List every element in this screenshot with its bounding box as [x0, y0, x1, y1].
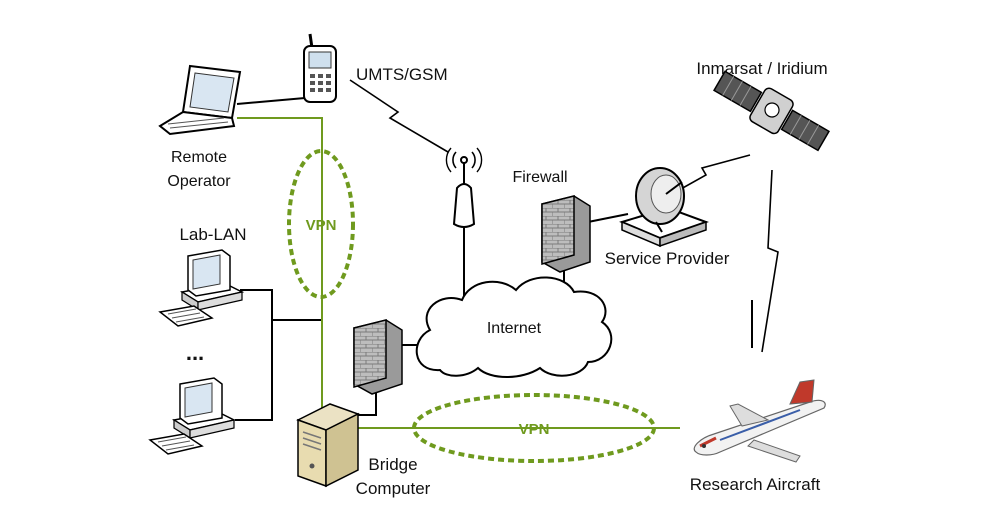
mobile-phone-icon — [303, 33, 337, 103]
lab-lan-node[interactable]: Lab-LAN ... — [148, 225, 247, 455]
server-icon — [296, 403, 360, 488]
desktop-computer-icon — [148, 377, 237, 455]
bridge-to-firewall-wire — [358, 390, 377, 416]
internet-cloud: Internet — [415, 276, 613, 378]
vpn-cloud-top: VPN — [287, 149, 355, 299]
bridge-computer-node[interactable]: Bridge Computer — [296, 403, 431, 498]
firewall-icon — [353, 319, 403, 395]
research-aircraft-node[interactable]: Research Aircraft — [680, 379, 830, 494]
research-aircraft-label: Research Aircraft — [690, 475, 821, 494]
lab-lan-ellipsis: ... — [186, 340, 204, 365]
lab-lan-label: Lab-LAN — [179, 225, 246, 244]
service-provider-label: Service Provider — [605, 249, 730, 268]
antenna-node[interactable] — [445, 147, 483, 228]
desktop-computer-icon — [158, 249, 245, 327]
satellite-node[interactable]: Inmarsat / Iridium — [696, 59, 833, 157]
firewall-icon — [541, 195, 591, 273]
vpn-label-top: VPN — [306, 217, 337, 234]
bridge-computer-label-line2: Computer — [356, 479, 431, 498]
bridge-computer-label-line1: Bridge — [368, 455, 417, 474]
firewall-label: Firewall — [512, 169, 567, 186]
lightning-satellite-aircraft — [761, 169, 779, 353]
remote-operator-node[interactable]: Remote Operator — [158, 64, 242, 190]
laptop-to-phone-wire — [236, 97, 306, 105]
vpn-cloud-bottom: VPN — [412, 393, 656, 463]
phone-node[interactable]: UMTS/GSM — [303, 33, 448, 103]
firewall-top-node[interactable]: Firewall — [512, 169, 591, 273]
wireless-links — [349, 79, 779, 353]
firewall-to-provider-wire — [587, 213, 629, 223]
vpn-label-bottom: VPN — [519, 421, 550, 438]
laptop-icon — [158, 64, 242, 136]
firewall-bottom-node[interactable] — [353, 319, 403, 395]
service-provider-node[interactable]: Service Provider — [605, 167, 730, 268]
internet-label: Internet — [487, 320, 542, 337]
umts-gsm-label: UMTS/GSM — [356, 65, 448, 84]
vpn-path-top — [237, 117, 323, 412]
aircraft-icon — [680, 379, 830, 466]
lightning-satellite-dish — [671, 154, 751, 195]
vpn-paths — [237, 117, 680, 429]
remote-operator-label-line2: Operator — [167, 173, 231, 190]
lightning-phone-antenna — [349, 79, 449, 153]
cell-antenna-icon — [445, 147, 483, 228]
lablan-to-bridge-wire — [272, 319, 323, 412]
satellite-icon — [713, 70, 830, 152]
remote-operator-label-line1: Remote — [171, 149, 227, 166]
cloud-icon — [415, 276, 613, 378]
satellite-label: Inmarsat / Iridium — [696, 59, 827, 78]
satellite-dish-icon — [619, 167, 709, 248]
lablan-bus-wire — [235, 289, 273, 421]
